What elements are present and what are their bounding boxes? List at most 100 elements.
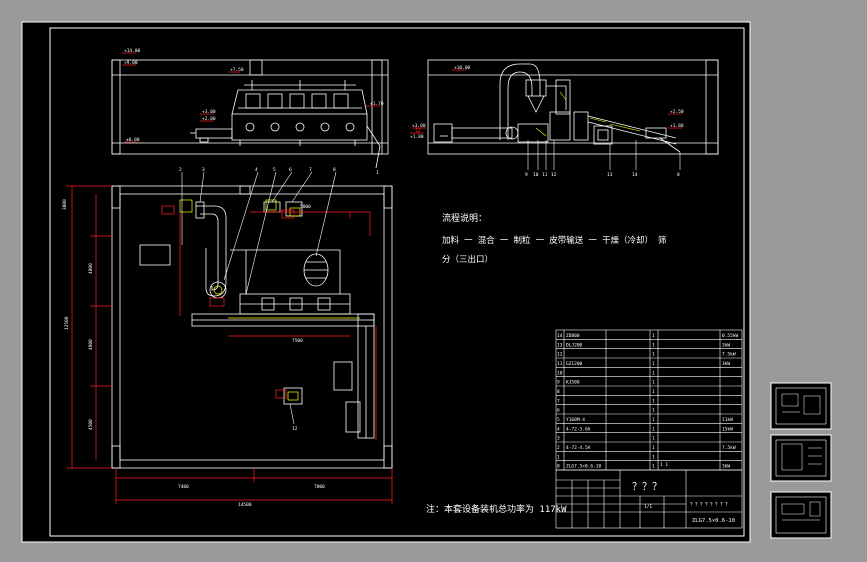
balloon-12: 12	[551, 172, 557, 178]
bom-cell-code: 4-72-4.5A	[566, 445, 591, 451]
balloon-plan-2: 2	[179, 167, 182, 173]
bom-cell-no: 8	[557, 389, 560, 395]
footnote: 注：本套设备装机总功率为 117kW	[426, 503, 567, 515]
bom-cell-power: 3kW	[722, 464, 730, 470]
bom-cell-power: 11kW	[722, 417, 733, 423]
process-note-line2: 分（三出口）	[442, 254, 493, 265]
bom-cell-no: 9	[557, 380, 560, 386]
bom-cell-no: 2	[557, 445, 560, 451]
bom-cell-qty: 1	[652, 380, 655, 386]
elev-label-left-c: +3.00	[202, 109, 216, 115]
bom-cell-qty: 1	[652, 454, 655, 460]
drawing-sheet	[21, 21, 751, 543]
bom-cell-no: 3	[557, 436, 560, 442]
plan-dim-bed-length: 7500	[292, 338, 303, 344]
elev-label-right-d: +2.50	[670, 109, 684, 115]
bom-cell-power: 15kW	[722, 426, 733, 432]
process-note-title: 流程说明：	[442, 212, 487, 224]
bom-cell-code: DLJ200	[566, 342, 583, 348]
plan-dim-top-span: 5000	[300, 204, 311, 210]
bom-cell-qty: 1	[652, 417, 655, 423]
right-elevation-dim	[410, 69, 682, 134]
elev-label-left-e: +1.70	[370, 101, 384, 107]
plan-dim-side-c: 4000	[88, 339, 94, 350]
bom-cell-qty: 1	[652, 370, 655, 376]
plan-dim-side-a: 3000	[62, 199, 68, 210]
bom-cell-code: Y160M-4	[566, 417, 585, 423]
bom-cell-code: KJ500	[566, 380, 580, 386]
elev-label-left-top-a: +14.00	[124, 48, 141, 54]
plan-view-red	[161, 205, 377, 440]
bom-cell-qty: 1	[652, 426, 655, 432]
bom-cell-power: 3kW	[722, 342, 730, 348]
bom-cell-no: 13	[557, 342, 563, 348]
title-block-grid	[555, 469, 743, 529]
bom-cell-no: 10	[557, 370, 563, 376]
right-elevation-view	[427, 59, 719, 155]
plan-view-accent	[179, 199, 360, 401]
left-elevation-view	[111, 59, 389, 169]
bom-cell-qty: 1	[652, 398, 655, 404]
bom-cell-qty: 1	[652, 445, 655, 451]
plan-dimension-lines	[66, 185, 393, 504]
bom-cell-power: 7.5kW	[722, 445, 736, 451]
bom-cell-power: 7.5kW	[722, 352, 736, 358]
bom-cell-qty: 1	[652, 342, 655, 348]
right-elevation-leaders	[527, 140, 681, 170]
balloon-plan-12: 12	[292, 426, 298, 432]
thumbnail-elevation-sheet[interactable]	[770, 382, 832, 430]
thumbnail-plan-sheet[interactable]	[770, 434, 832, 482]
bom-cell-qty: 1	[652, 389, 655, 395]
elev-label-left-top-b: +9.00	[124, 60, 138, 66]
bom-cell-qty: 1	[652, 464, 655, 470]
title-block-drawing-name: ？？？	[632, 482, 662, 493]
bom-cell-qty: 1	[652, 361, 655, 367]
elev-label-left-d: +2.00	[202, 116, 216, 122]
bom-table-grid	[555, 329, 743, 471]
sheet-thumbnails	[770, 382, 832, 539]
elev-label-right-c: +1.80	[410, 134, 424, 140]
plan-dim-height-total: 12500	[64, 316, 70, 330]
bom-cell-no: 6	[557, 408, 560, 414]
bom-cell-qty: 1	[652, 408, 655, 414]
bom-cell-code: GZ1200	[566, 361, 583, 367]
balloon-8: 8	[677, 172, 680, 178]
balloon-plan-8: 8	[333, 167, 336, 173]
balloon-plan-7: 7	[309, 167, 312, 173]
bom-cell-power: 3kW	[722, 361, 730, 367]
elev-label-right-b: +3.00	[412, 123, 426, 129]
balloon-plan-4: 4	[255, 167, 258, 173]
balloon-1: 1	[376, 170, 379, 176]
bom-cell-no: 5	[557, 417, 560, 423]
plan-dim-right-width: 7000	[314, 484, 325, 490]
plan-dim-total-width: 14500	[238, 502, 252, 508]
thumbnail-detail-sheet[interactable]	[770, 491, 832, 539]
bom-cell-code: 4-72-3.6A	[566, 426, 591, 432]
elev-label-right-a: +10.00	[454, 65, 471, 71]
process-note-line1: 加料 一 混合 一 制粒 一 皮带输送 一 干燥（冷却） 筛	[442, 235, 667, 246]
bom-cell-no: 4	[557, 426, 560, 432]
elev-label-right-e: +1.80	[670, 123, 684, 129]
bom-cell-no: 11	[557, 361, 563, 367]
bom-cell-qty: 1	[652, 333, 655, 339]
plan-dim-side-d: 4500	[88, 419, 94, 430]
bom-cell-qty: 1	[652, 352, 655, 358]
left-elevation-dim	[122, 52, 380, 143]
balloon-plan-6: 6	[289, 167, 292, 173]
balloon-14: 14	[632, 172, 638, 178]
bom-cell-qty: 1	[652, 436, 655, 442]
bom-cell-no: 7	[557, 398, 560, 404]
elev-label-left-mid: +7.50	[230, 67, 244, 73]
bom-cell-no: 14	[557, 333, 563, 339]
balloon-10: 10	[533, 172, 539, 178]
bom-cell-no: 12	[557, 352, 563, 358]
balloon-9: 9	[525, 172, 528, 178]
title-block-company: ？？？？？？？？	[690, 502, 730, 508]
plan-leaders	[181, 171, 337, 425]
balloon-plan-3: 3	[202, 167, 205, 173]
drawing-frame	[49, 27, 745, 537]
title-block-footer-row: 1 1	[660, 462, 668, 468]
title-block-sheet: 1/1	[644, 504, 652, 510]
